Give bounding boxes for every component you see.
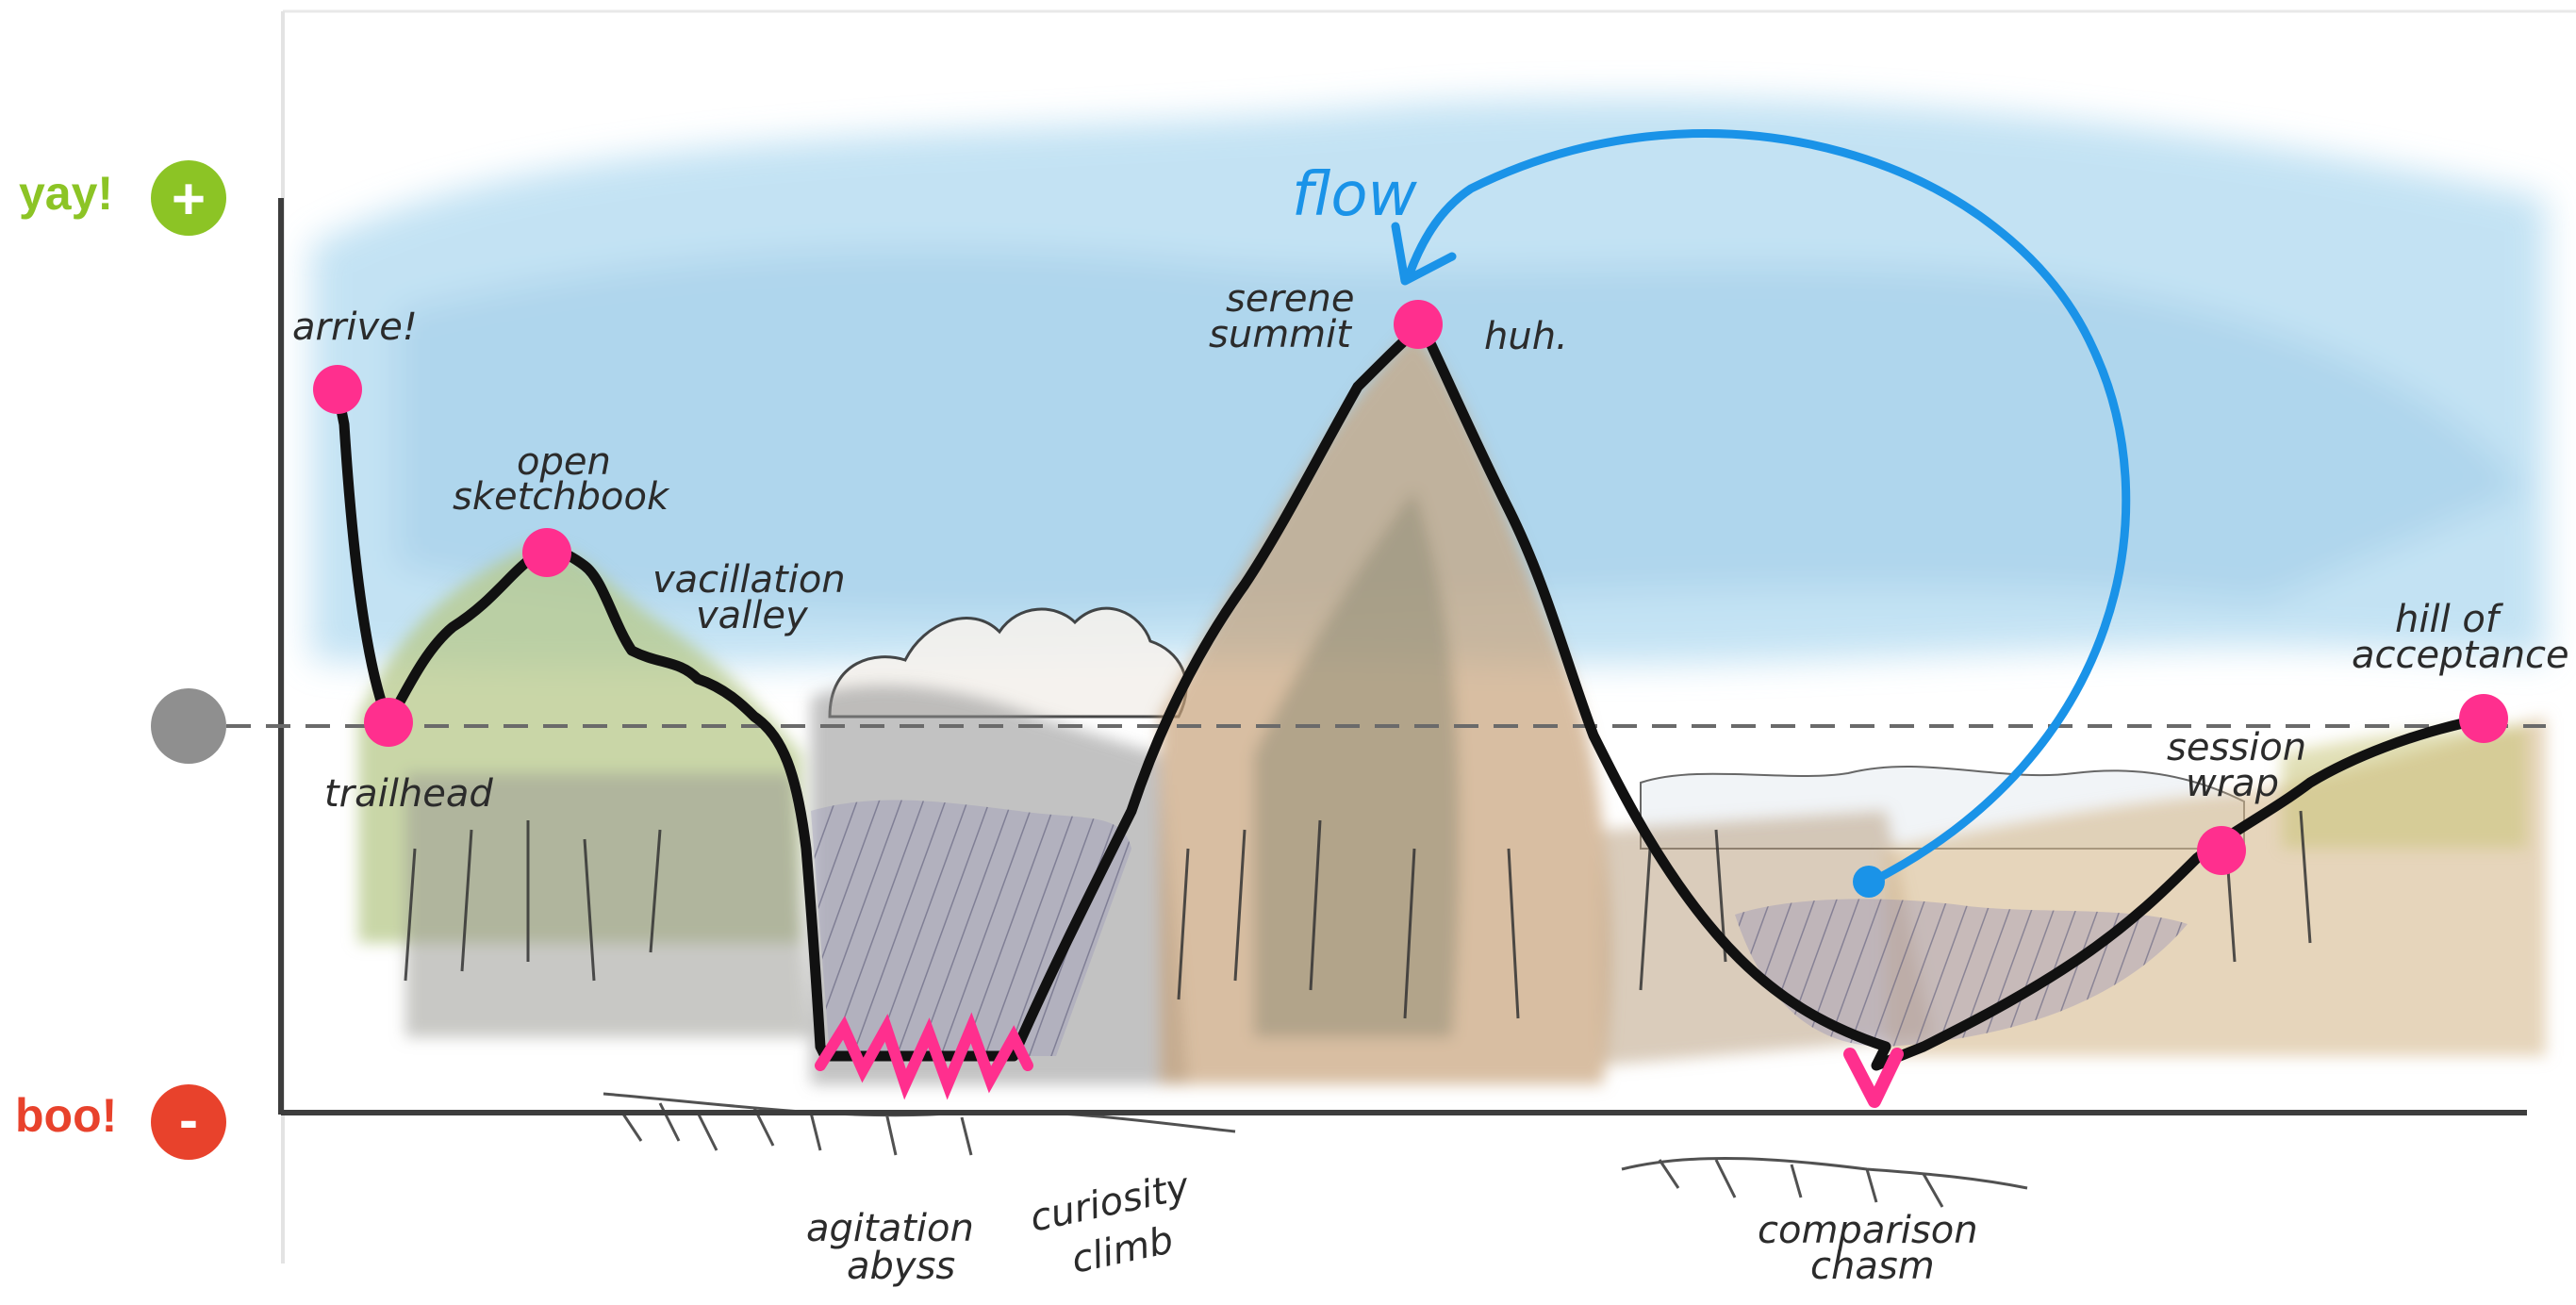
chasm-v-marker	[1843, 1048, 1904, 1108]
label-comparison-line1: comparison	[1758, 1209, 1978, 1252]
plus-symbol: +	[172, 167, 206, 232]
yay-label: yay!	[19, 167, 113, 220]
marker-serene-summit	[1394, 300, 1443, 349]
marker-open-sketchbook	[522, 528, 571, 577]
marker-trailhead	[364, 698, 413, 747]
minus-circle-icon	[151, 1084, 226, 1160]
flow-arrowhead	[1391, 222, 1457, 286]
label-huh: huh.	[1484, 315, 1568, 358]
label-arrive: arrive!	[292, 306, 418, 349]
minus-symbol: -	[179, 1088, 198, 1151]
label-trailhead: trailhead	[324, 772, 493, 816]
flow-arrow	[1405, 129, 2131, 886]
marker-session-wrap	[2197, 826, 2246, 875]
label-vacillation-line2: valley	[696, 594, 809, 637]
marker-hill-of-acceptance	[2459, 694, 2508, 743]
ground-sketch	[404, 810, 2312, 1208]
label-session-line1: session	[2167, 726, 2306, 769]
label-agitation-line1: agitation	[806, 1207, 974, 1250]
marker-arrive	[313, 365, 362, 414]
label-serene-line2: summit	[1209, 313, 1352, 356]
shadow-hatching	[811, 800, 2188, 1056]
label-open-sketchbook-line1: open	[517, 440, 611, 484]
flow-label: flow	[1292, 160, 1418, 230]
plus-circle-icon	[151, 160, 226, 236]
label-vacillation-line1: vacillation	[652, 558, 846, 602]
journey-curve	[332, 320, 2495, 1071]
label-agitation-line2: abyss	[847, 1245, 955, 1288]
label-open-sketchbook-line2: sketchbook	[453, 475, 670, 519]
neutral-circle-icon	[151, 688, 226, 764]
label-comparison-line2: chasm	[1810, 1245, 1935, 1288]
agitation-zigzag	[815, 1012, 1033, 1100]
label-hill-line2: acceptance	[2352, 634, 2569, 677]
boo-label: boo!	[15, 1089, 117, 1142]
label-session-line2: wrap	[2186, 762, 2279, 805]
label-serene-line1: serene	[1226, 277, 1354, 321]
flow-origin-dot	[1853, 866, 1885, 898]
label-hill-line1: hill of	[2395, 598, 2504, 641]
